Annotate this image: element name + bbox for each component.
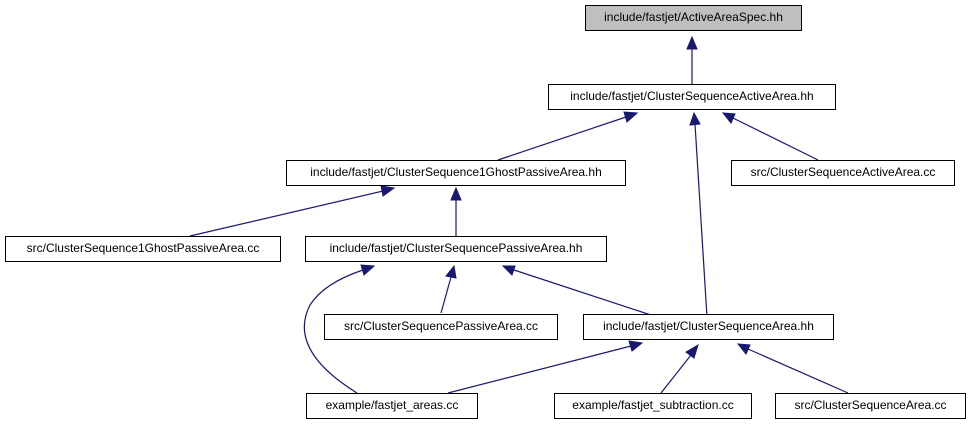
edge-1ghost-to-activearea [497,116,627,161]
edge-area-to-activearea [694,123,708,318]
node-active-area-spec: include/fastjet/ActiveAreaSpec.hh [585,5,802,31]
node-cluster-sequence-active-area-cc[interactable]: src/ClusterSequenceActiveArea.cc [731,160,955,186]
edge-passive-cc-to-hh [440,276,452,314]
arrowhead [445,264,457,279]
edge-1ghost-cc-to-hh [189,190,384,237]
arrowhead [689,111,701,126]
edge-subtraction-to-area [660,354,692,394]
arrowhead [623,111,639,123]
node-cluster-sequence-area-hh[interactable]: include/fastjet/ClusterSequenceArea.hh [583,314,834,340]
arrowhead [501,265,516,276]
arrowhead [686,35,698,50]
edge-fastjet-areas-to-area [447,345,632,394]
node-cluster-sequence-1ghost-passive-area-cc[interactable]: src/ClusterSequence1GhostPassiveArea.cc [5,236,281,262]
edge-area-to-passive [513,269,658,318]
node-example-fastjet-subtraction-cc[interactable]: example/fastjet_subtraction.cc [554,393,752,419]
node-cluster-sequence-passive-area-cc[interactable]: src/ClusterSequencePassiveArea.cc [324,314,558,340]
arrowhead [736,343,751,355]
edge-activearea-cc-to-hh [732,117,819,161]
arrowhead [721,112,736,124]
arrowhead [380,185,396,197]
edge-fastjet-areas-to-passive [303,269,364,394]
node-cluster-sequence-active-area-hh[interactable]: include/fastjet/ClusterSequenceActiveAre… [548,84,836,110]
node-cluster-sequence-area-cc[interactable]: src/ClusterSequenceArea.cc [775,393,966,419]
arrowhead [450,186,462,201]
edge-area-cc-to-hh [747,348,849,394]
node-example-fastjet-areas-cc[interactable]: example/fastjet_areas.cc [306,393,478,419]
node-cluster-sequence-1ghost-passive-area-hh[interactable]: include/fastjet/ClusterSequence1GhostPas… [286,160,626,186]
arrowhead [360,264,376,276]
arrowhead [628,340,644,352]
node-cluster-sequence-passive-area-hh[interactable]: include/fastjet/ClusterSequencePassiveAr… [305,236,607,262]
arrowhead [685,343,699,359]
